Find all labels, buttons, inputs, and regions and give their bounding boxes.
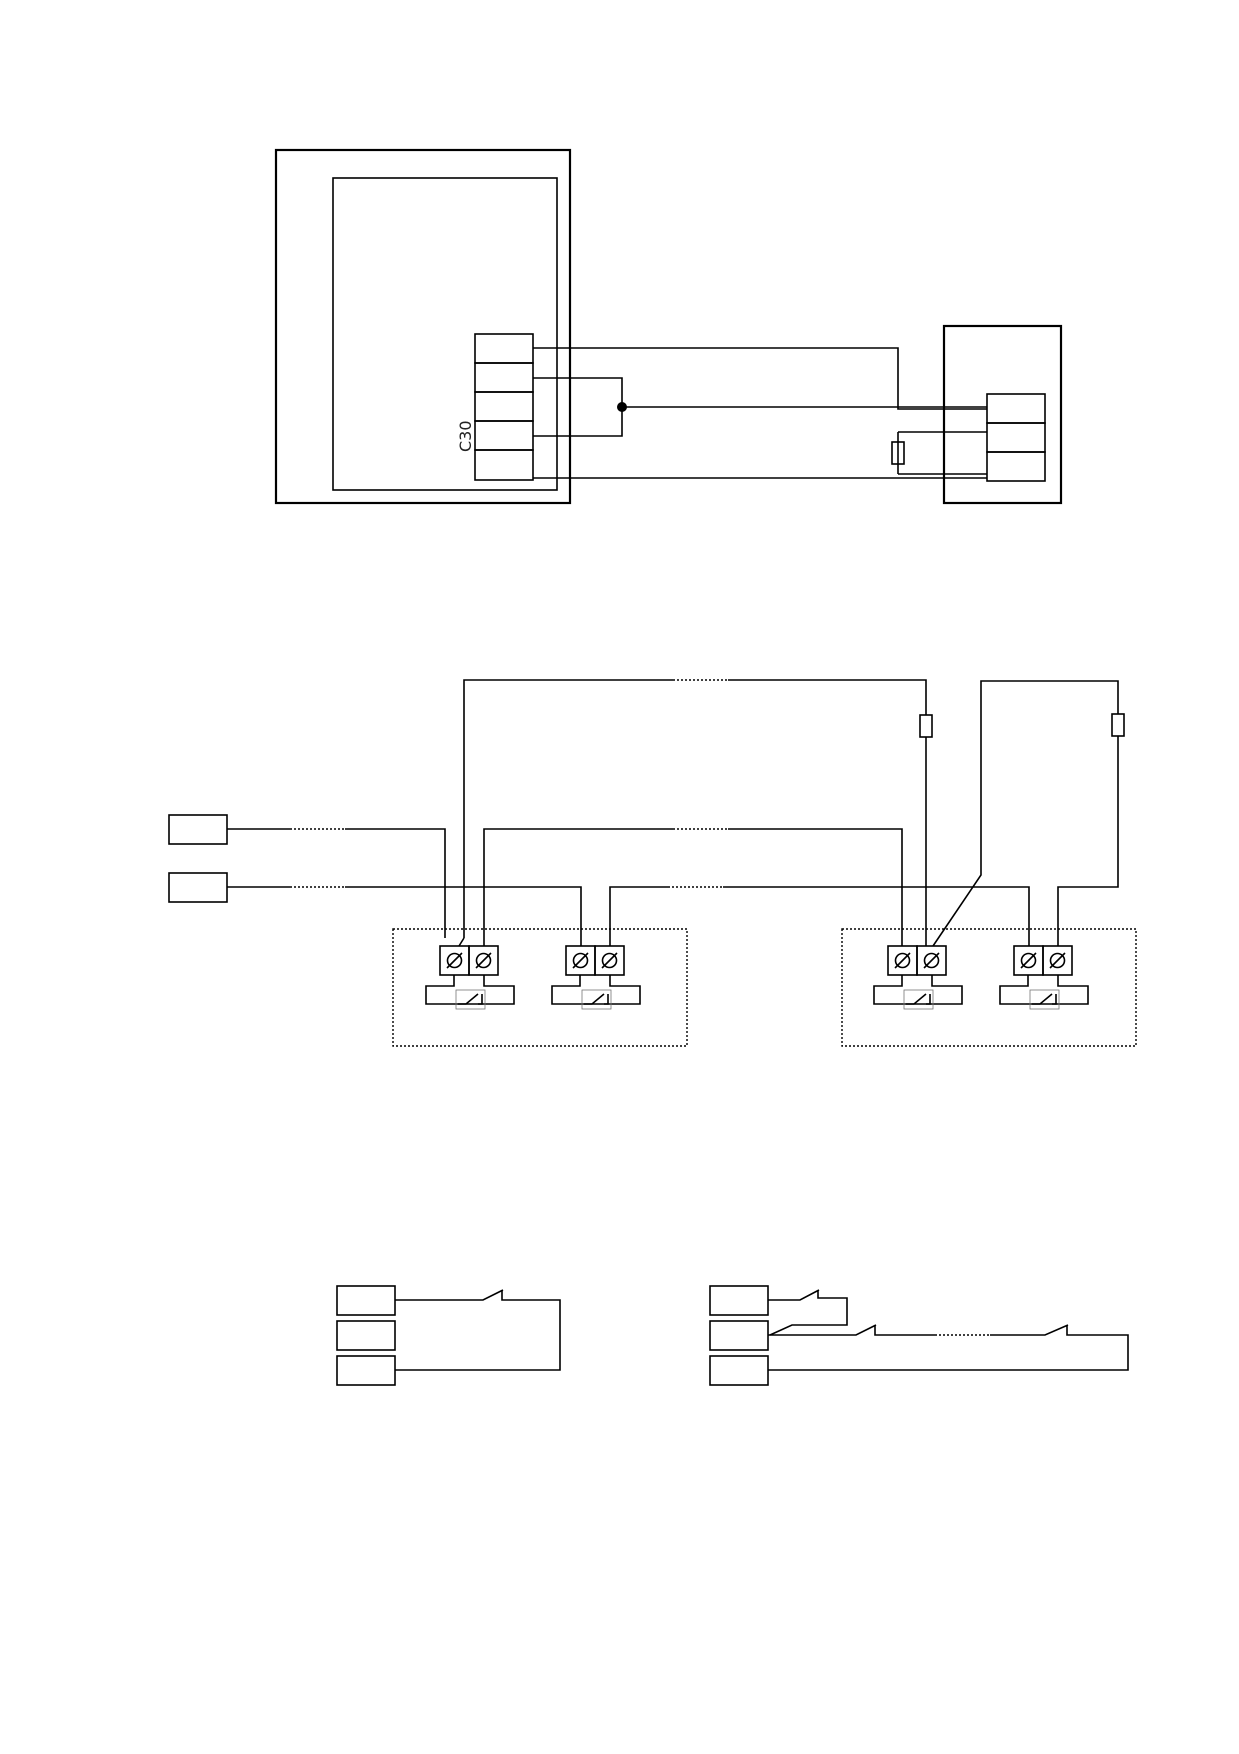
screw-icon: [475, 952, 492, 969]
switch-wire-right-1: [768, 1289, 848, 1336]
wire-terminal1-to-remote: [533, 347, 987, 410]
switch-contact-left: [395, 1290, 561, 1371]
screw-icon: [894, 952, 911, 969]
switch-contact-icon: [1032, 993, 1057, 1005]
screw-icon: [446, 952, 463, 969]
input-terminal-3: [336, 1355, 396, 1386]
switch-wire-right-3: [768, 1324, 1129, 1371]
wire-terminal4-to-junction: [533, 407, 623, 437]
bus-source-box-1: [168, 814, 228, 845]
contact-window: [581, 989, 612, 1010]
remote-device-terminal-block: [986, 393, 1046, 482]
remote-terminal-1: [986, 393, 1046, 424]
c30-terminal-2: [474, 362, 534, 393]
remote-terminal-2: [986, 422, 1046, 453]
bus-termination-resistor-2: [1111, 713, 1125, 737]
input-terminal-6: [709, 1355, 769, 1386]
bus-wire-top-loop-left: [463, 679, 673, 938]
contact-window: [1029, 989, 1060, 1010]
bus-unit-1-terminal-group-1: [425, 945, 515, 1010]
contact-window: [903, 989, 934, 1010]
switch-wire-right-2: [768, 1324, 935, 1336]
screw-icon: [601, 952, 618, 969]
switch-contact-icon: [584, 993, 609, 1005]
bus-wire-mid-left: [483, 828, 673, 946]
remote-device-enclosure: [942, 324, 1063, 505]
input-terminal-4: [709, 1285, 769, 1316]
screw-icon: [1049, 952, 1066, 969]
c30-connector-label: C30: [456, 420, 475, 452]
bus-unit-1-terminal-group-2: [551, 945, 641, 1010]
switch-input-left-section: [336, 1285, 561, 1386]
input-terminal-5: [709, 1320, 769, 1351]
controller-board: [332, 177, 558, 491]
c30-terminal-1: [474, 333, 534, 364]
c30-terminal-block: [474, 333, 534, 481]
bus-unit-2-terminal-group-2: [999, 945, 1089, 1010]
bus-unit-1-boundary: [392, 928, 688, 1047]
bus-source-box-2: [168, 872, 228, 903]
bus-wire-right-loop-down: [1057, 736, 1119, 946]
bus-termination-resistor-1: [919, 714, 933, 738]
bus-wire-top-loop-slant: [458, 937, 465, 947]
bus-wire-right-loop: [932, 680, 1119, 947]
bus-wire-low-right: [723, 886, 1030, 946]
junction-dot: [617, 402, 627, 412]
switch-contact-icon: [906, 993, 931, 1005]
bus-unit-2-boundary: [841, 928, 1137, 1047]
remote-terminal-3: [986, 451, 1046, 482]
bus-wiring-section: [168, 679, 1137, 1047]
switch-contact-icon: [458, 993, 483, 1005]
bus-wire-mid-right: [728, 828, 903, 946]
c30-terminal-3: [474, 391, 534, 422]
termination-resistor: [891, 441, 905, 465]
c30-terminal-5: [474, 449, 534, 481]
input-terminal-1: [336, 1285, 396, 1316]
bus-wire-a-right: [345, 828, 446, 938]
bus-wire-top-loop-right: [728, 679, 927, 715]
bus-wire-low-left: [609, 886, 668, 946]
screw-icon: [572, 952, 589, 969]
c30-terminal-4: [474, 420, 534, 451]
screw-icon: [923, 952, 940, 969]
bus-wire-b-right: [345, 886, 582, 946]
wire-terminal2-to-junction: [533, 377, 623, 407]
controller-outer-enclosure: [274, 148, 572, 505]
input-terminal-2: [336, 1320, 396, 1351]
switch-wire-left: [395, 1289, 504, 1301]
controller-wires: [533, 347, 987, 479]
screw-icon: [1020, 952, 1037, 969]
switch-input-right-section: [709, 1285, 1129, 1386]
contact-window: [455, 989, 486, 1010]
bus-unit-2-terminal-group-1: [873, 945, 963, 1010]
controller-wiring-section: C30: [274, 148, 1063, 505]
